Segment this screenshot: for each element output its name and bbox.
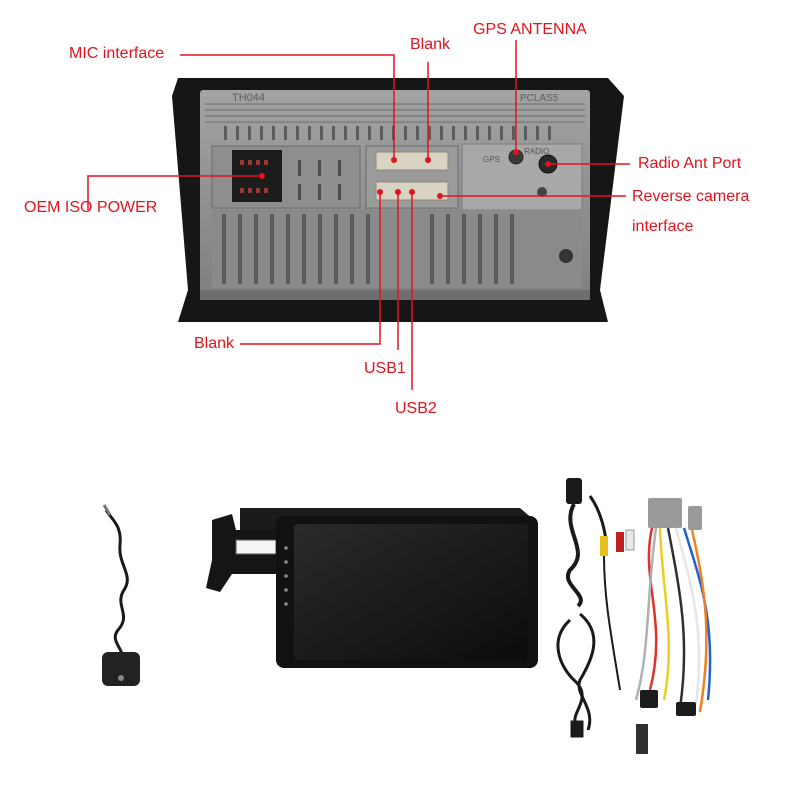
label-usb1: USB1 <box>364 360 406 377</box>
rca-yellow <box>600 536 608 556</box>
rca-red <box>616 532 624 552</box>
bottom-lip <box>200 290 590 300</box>
heatsink <box>212 210 582 288</box>
leader-oem <box>87 175 262 210</box>
label-reverse-camera: Reverse camera <box>632 188 750 205</box>
rca-white <box>625 529 635 551</box>
gps-antenna-puck <box>102 652 140 686</box>
label-blank-top: Blank <box>410 36 451 53</box>
head-unit-front <box>206 508 538 668</box>
label-oem-iso-power: OEM ISO POWER <box>24 199 158 216</box>
marking-gps: GPS <box>483 155 500 164</box>
panel-slots <box>298 160 341 200</box>
usb-cables <box>556 612 596 738</box>
mount-slot <box>235 539 277 555</box>
label-reverse-interface: interface <box>632 218 694 235</box>
screen-display <box>294 524 528 660</box>
label-gps-antenna: GPS ANTENNA <box>473 21 587 38</box>
iso-pins <box>240 160 268 193</box>
marking-radio: RADIO <box>524 147 549 156</box>
ground-screw <box>537 187 547 197</box>
chassis-ridges <box>205 103 585 123</box>
power-harness <box>634 498 712 754</box>
leader-blank-bottom <box>240 192 381 345</box>
marking-left: TH044 <box>232 92 265 104</box>
gps-antenna <box>102 504 140 686</box>
leader-dots <box>259 149 551 199</box>
mic-blank-plug <box>375 151 449 171</box>
marking-right: PCLAS5 <box>520 93 559 104</box>
av-cable <box>566 478 635 691</box>
vent-slots-top <box>224 126 551 140</box>
label-radio-ant-port: Radio Ant Port <box>638 155 742 172</box>
mount-screw <box>559 249 573 263</box>
leader-mic <box>180 54 395 158</box>
heatsink-fins <box>222 214 514 284</box>
side-buttons <box>284 546 288 606</box>
leader-lines <box>87 40 630 390</box>
head-unit-rear-view: TH044 PCLAS5 GPS RADIO <box>172 78 624 322</box>
label-usb2: USB2 <box>395 400 437 417</box>
label-blank-bottom: Blank <box>194 335 235 352</box>
label-mic-interface: MIC interface <box>69 45 165 62</box>
